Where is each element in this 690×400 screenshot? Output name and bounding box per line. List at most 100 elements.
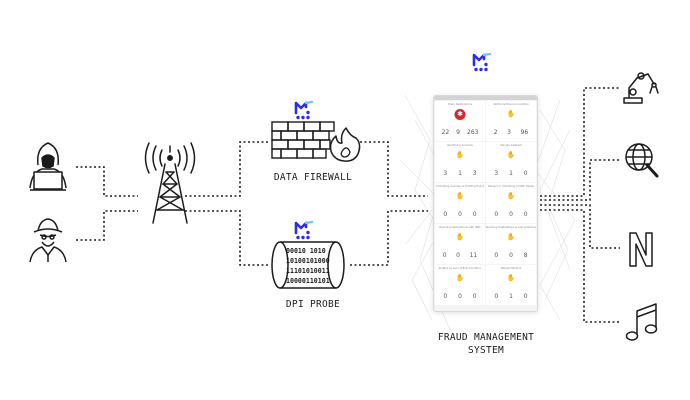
flame-icon [329, 127, 361, 162]
stat-value: 0 [494, 252, 499, 259]
hand-icon: ✋ [455, 151, 465, 159]
dashboard-titlebar [434, 96, 537, 100]
stat-value: 0 [509, 252, 513, 259]
fms-label: FRAUD MANAGEMENT SYSTEM [420, 331, 552, 357]
hand-icon: ✋ [506, 110, 516, 118]
stat-value: 0 [494, 211, 499, 218]
dashboard-cell[interactable]: Roaming Destinations with IRSF ✋ 0 0 11 [435, 224, 485, 264]
firewall-label: DATA FIREWALL [273, 172, 353, 183]
robot-arm-icon [623, 72, 659, 104]
binary-line: 10100101000 [286, 257, 330, 265]
firewall-icon [271, 121, 335, 159]
link-fms-globe [540, 159, 620, 201]
stat-value: 11 [469, 252, 478, 259]
hacker-icon [29, 142, 67, 191]
link-tower-firewall [185, 141, 268, 197]
stat-value: 8 [523, 252, 528, 259]
cell-title: California Bounce Condition [492, 103, 530, 106]
data-cylinder-icon [271, 241, 345, 289]
stat-value: 0 [494, 293, 499, 300]
cell-stats: 0 0 0 [438, 293, 482, 300]
stat-value: 3 [472, 170, 477, 177]
cell-stats: 0 1 0 [489, 293, 533, 300]
stat-value: 1 [509, 293, 513, 300]
hand-icon: ✋ [455, 192, 465, 200]
globe-search-icon [625, 143, 659, 178]
dashboard-cell[interactable]: California Bounce Condition ✋ 2 3 96 [486, 101, 536, 141]
hand-icon: ✋ [506, 192, 516, 200]
fms-label-line2: SYSTEM [467, 345, 505, 356]
brand-logo-icon [294, 220, 314, 241]
cell-stats: 0 0 8 [489, 252, 533, 259]
binary-line: 00010 1010 [286, 247, 326, 255]
cell-title: Wangiri or Unlimiting of IRSF Destin [487, 185, 535, 188]
alert-icon: ✱ [454, 109, 466, 120]
cell-stats: 0 0 11 [438, 252, 482, 259]
cell-stats: 0 0 0 [489, 211, 533, 218]
spy-icon [29, 218, 67, 263]
stat-value: 0 [472, 293, 477, 300]
brand-logo-icon [472, 52, 492, 73]
stat-value: 3 [443, 170, 448, 177]
stat-value: 0 [523, 211, 528, 218]
stat-value: 0 [523, 293, 528, 300]
hand-icon: ✋ [455, 274, 465, 282]
probe-binary: 00010 1010 10100101000 11101010011 10000… [286, 247, 330, 285]
link-fms-robot [540, 87, 620, 197]
stat-value: 0 [442, 252, 447, 259]
stat-value: 0 [456, 252, 460, 259]
cell-title: Roaming Destinations with IRSF [439, 226, 481, 229]
link-probe-fms [350, 210, 428, 266]
stat-value: 9 [456, 129, 460, 136]
netflix-n-icon [629, 232, 653, 267]
stat-value: 0 [472, 211, 477, 218]
link-spy-tower [76, 210, 138, 241]
stat-value: 2 [493, 129, 498, 136]
probe-label: DPI PROBE [285, 299, 341, 310]
hand-icon: ✋ [506, 274, 516, 282]
fms-label-line1: FRAUD MANAGEMENT [437, 332, 535, 343]
stat-value: 96 [520, 129, 529, 136]
cell-title: Wangiri Callback [500, 144, 522, 147]
cell-tower-icon [144, 142, 196, 224]
cell-title: Identifying Anomaly [446, 144, 473, 147]
dashboard-cell[interactable]: Wangiri or Unlimiting of IRSF Destin ✋ 0 0 0 [486, 183, 536, 223]
binary-line: 11101010011 [286, 267, 330, 275]
stat-value: 22 [441, 129, 450, 136]
dashboard-cell[interactable]: Roaming Destinations & Call Collisions ✋ 0… [486, 224, 536, 264]
link-fms-netflix [540, 204, 620, 249]
hand-icon: ✋ [506, 151, 516, 159]
stat-value: 0 [458, 211, 462, 218]
binary-line: 10000110101 [286, 277, 330, 285]
link-fms-music [540, 209, 620, 323]
brand-logo-icon [294, 100, 314, 121]
stat-value: 0 [509, 211, 513, 218]
cell-title: SimBox by sum of Entr Condition [438, 267, 482, 270]
stat-value: 0 [443, 293, 448, 300]
dashboard-cell[interactable]: SimBox by sum of Entr Condition ✋ 0 0 0 [435, 265, 485, 305]
stat-value: 1 [458, 170, 462, 177]
link-tower-probe [185, 210, 268, 266]
stat-value: 0 [458, 293, 462, 300]
link-hacker-tower [76, 166, 138, 197]
connection-lines [76, 87, 620, 323]
music-note-icon [625, 303, 658, 341]
cell-title: Risky Destinations [448, 103, 472, 106]
link-firewall-fms [360, 141, 428, 197]
cell-stats: 2 3 96 [489, 129, 533, 136]
hand-icon: ✋ [455, 233, 465, 241]
dashboard-cell[interactable]: Identifying Anomaly ✋ 3 1 3 [435, 142, 485, 182]
hand-icon: ✋ [506, 233, 516, 241]
cell-title: Roaming Destinations & Call Collisions [486, 226, 536, 229]
stat-value: 3 [507, 129, 511, 136]
